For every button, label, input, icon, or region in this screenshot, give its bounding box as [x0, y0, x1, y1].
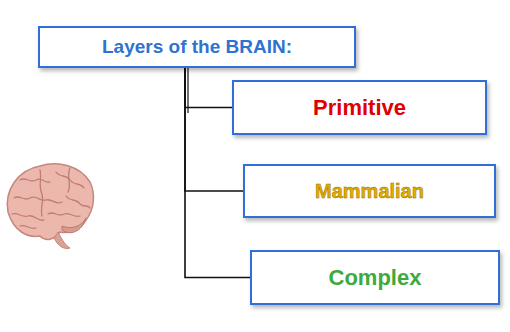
layer-label: Primitive: [313, 95, 406, 121]
layer-box: Complex: [250, 250, 500, 305]
layer-box: Primitive: [232, 80, 487, 135]
heading-text: Layers of the BRAIN:: [102, 36, 292, 58]
layer-label: Mammalian: [315, 180, 424, 203]
trunk-shadow: [187, 68, 188, 113]
heading-box: Layers of the BRAIN:: [38, 26, 356, 68]
connector-line: [185, 68, 232, 108]
layer-label: Complex: [329, 265, 422, 291]
brain-picture: [7, 164, 93, 249]
layer-box: Mammalian: [243, 164, 496, 218]
